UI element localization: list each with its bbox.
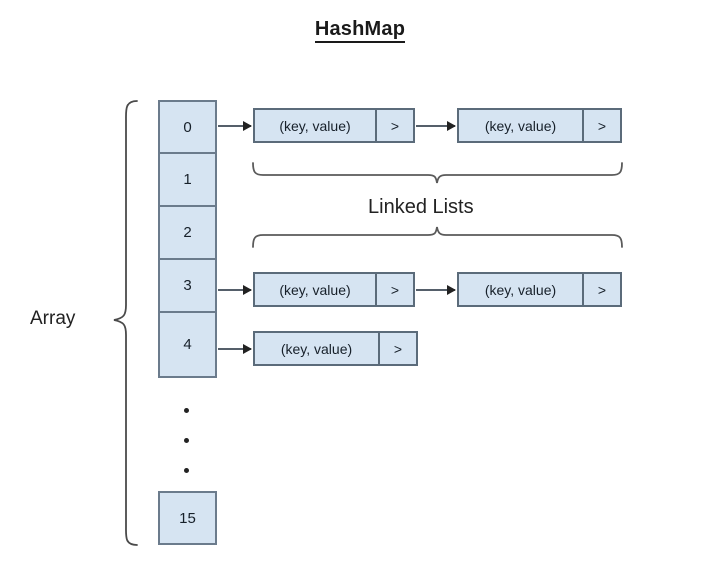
array-cell-15[interactable]: 15 (158, 491, 217, 545)
ellipsis-dot-2 (184, 438, 189, 443)
linked-lists-brace-bottom (252, 226, 623, 248)
node-pointer-label: > (390, 117, 400, 134)
node-pointer-label: > (390, 281, 400, 298)
node-kv-label: (key, value) (255, 110, 377, 141)
array-cell-index: 2 (183, 224, 192, 241)
list-node-b0-n1[interactable]: (key, value) > (253, 108, 415, 143)
node-pointer-label: > (597, 117, 607, 134)
array-cell-index: 1 (183, 171, 192, 188)
node-kv-label: (key, value) (255, 333, 380, 364)
array-label: Array (30, 308, 76, 329)
array-cell-index: 15 (179, 509, 196, 527)
linked-lists-label: Linked Lists (368, 196, 474, 218)
node-pointer-label: > (393, 340, 403, 357)
page-title-text: HashMap (314, 18, 406, 43)
ellipsis-dot-1 (184, 408, 189, 413)
arrow-bucket3-to-node1 (218, 285, 252, 295)
arrow-bucket4-to-node1 (218, 344, 252, 354)
ellipsis-dot-3 (184, 468, 189, 473)
array-cell-index: 3 (183, 277, 192, 294)
arrow-b0-n1-to-n2 (416, 121, 456, 131)
array-brace (113, 100, 138, 546)
node-kv-label: (key, value) (255, 274, 377, 305)
array-cell-index: 0 (183, 118, 192, 136)
arrow-b3-n1-to-n2 (416, 285, 456, 295)
node-pointer-label: > (597, 281, 607, 298)
list-node-b3-n2[interactable]: (key, value) > (457, 272, 622, 307)
array-cell-0[interactable]: 0 (158, 100, 217, 153)
arrow-bucket0-to-node1 (218, 121, 252, 131)
node-kv-label: (key, value) (459, 110, 584, 141)
list-node-b3-n1[interactable]: (key, value) > (253, 272, 415, 307)
node-kv-label: (key, value) (459, 274, 584, 305)
array-cell-2[interactable]: 2 (158, 206, 217, 259)
list-node-b4-n1[interactable]: (key, value) > (253, 331, 418, 366)
array-cell-index: 4 (183, 336, 192, 353)
list-node-b0-n2[interactable]: (key, value) > (457, 108, 622, 143)
page-title: HashMap (0, 18, 720, 43)
array-cell-4[interactable]: 4 (158, 312, 217, 378)
linked-lists-brace-top (252, 162, 623, 184)
array-cell-3[interactable]: 3 (158, 259, 217, 312)
array-cell-1[interactable]: 1 (158, 153, 217, 206)
